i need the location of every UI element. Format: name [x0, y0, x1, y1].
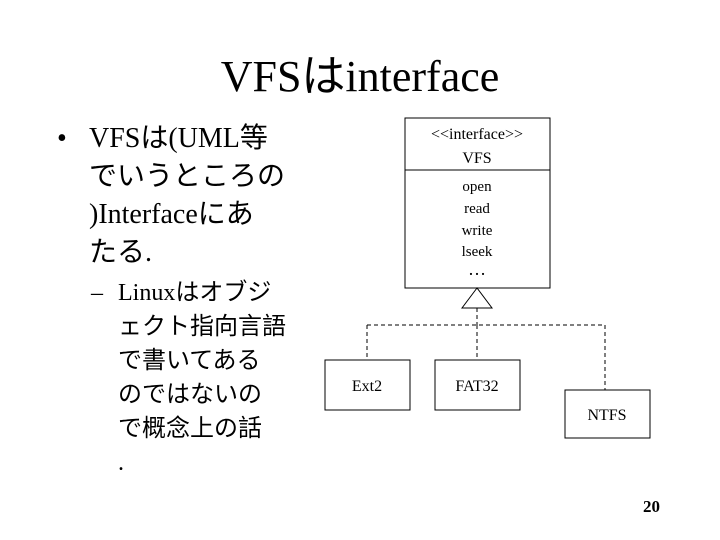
interface-stereotype: <<interface>> — [431, 126, 523, 143]
bullet-dash-icon: – — [91, 280, 103, 306]
sub-bullet-text-line: ェクト指向言語 — [118, 314, 286, 340]
interface-name: VFS — [462, 150, 491, 167]
realization-connectors — [366, 308, 606, 390]
class-box-border — [434, 359, 521, 411]
bullet-text-line: でいうところの — [89, 161, 286, 192]
operation-lseek: lseek — [462, 244, 493, 260]
slide-title: VFSはinterface — [220, 52, 500, 101]
bullet-item-level1: • VFSは(UML等 でいうところの )Interfaceにあ たる. — [55, 120, 305, 272]
sub-bullet-text-line: . — [118, 450, 124, 476]
sub-bullet-text-line: Linuxはオブジ — [118, 280, 272, 306]
operation-open: open — [462, 179, 492, 195]
interface-box-border — [404, 117, 551, 289]
operation-read: read — [464, 201, 490, 217]
class-name-fat32: FAT32 — [455, 378, 498, 395]
class-name-ntfs: NTFS — [587, 407, 626, 424]
class-box-border — [564, 389, 651, 439]
bullet-text-line: たる. — [89, 237, 153, 268]
bullet-list: • VFSは(UML等 でいうところの )Interfaceにあ たる. – L… — [55, 120, 305, 480]
class-ext2-box: Ext2 — [324, 359, 411, 411]
class-box-border — [324, 359, 411, 411]
bullet-item-level2: – Linuxはオブジ ェクト指向言語 で書いてある のではないの で概念上の話… — [55, 276, 305, 480]
bullet-text-line: VFSは(UML等 — [89, 123, 268, 154]
sub-bullet-text-line: で概念上の話 — [118, 416, 262, 442]
interface-vfs-box: <<interface>> VFS open read write lseek … — [404, 117, 551, 289]
operations-ellipsis: … — [468, 259, 486, 279]
bullet-dot-icon: • — [57, 123, 67, 154]
sub-bullet-text-line: のではないの — [118, 382, 262, 408]
sub-bullet-text-line: で書いてある — [118, 348, 261, 374]
bullet-text-line: )Interfaceにあ — [89, 199, 254, 230]
page-number: 20 — [643, 497, 660, 516]
class-name-ext2: Ext2 — [352, 378, 382, 395]
class-fat32-box: FAT32 — [434, 359, 521, 411]
realization-arrowhead-icon — [461, 287, 493, 309]
class-ntfs-box: NTFS — [564, 389, 651, 439]
operation-write: write — [462, 223, 493, 239]
